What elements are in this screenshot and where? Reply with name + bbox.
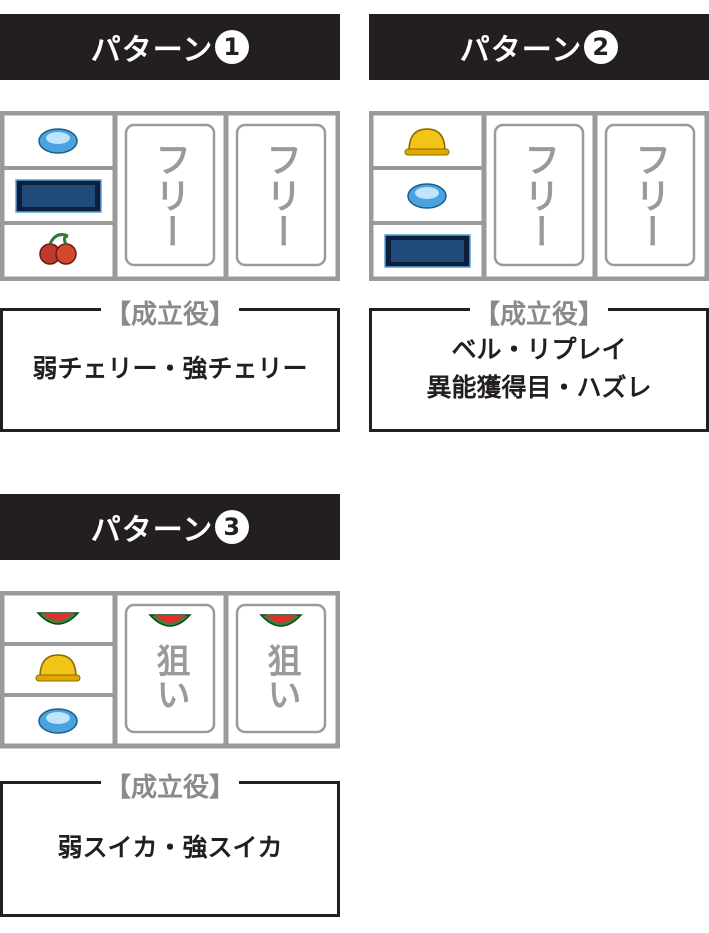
pattern-title: パターン <box>90 33 214 68</box>
pattern-title: パターン <box>90 513 214 548</box>
pattern-title: パターン <box>459 33 583 68</box>
pattern-number: 2 <box>584 30 619 64</box>
watermelon-icon <box>36 612 80 625</box>
watermelon-icon <box>148 614 192 627</box>
reel-right-label: 狙い <box>261 643 301 711</box>
reel-center-label: 狙い <box>150 643 190 711</box>
result-line: ベル・リプレイ <box>451 334 627 364</box>
pattern-2: パターン 2 フリー <box>369 14 709 444</box>
replay-icon <box>407 183 447 209</box>
reel-center-label: フリー <box>518 141 559 249</box>
pattern-1: パターン 1 <box>0 14 340 444</box>
pattern-header: パターン 3 <box>0 494 340 560</box>
result-title: 【成立役】 <box>469 300 608 330</box>
special-panel-icon <box>384 234 471 268</box>
result-line: 異能獲得目・ハズレ <box>426 372 652 402</box>
reel-display: フリー フリー <box>0 111 340 281</box>
replay-icon <box>38 708 78 734</box>
watermelon-icon <box>259 614 303 627</box>
result-line: 弱スイカ・強スイカ <box>57 832 283 862</box>
cherry-icon <box>39 233 77 265</box>
bell-icon <box>35 654 81 682</box>
pattern-number: 1 <box>215 30 250 64</box>
reel-center-label: フリー <box>149 141 190 249</box>
special-panel-icon <box>15 179 102 213</box>
result-panel: 【成立役】 弱スイカ・強スイカ <box>0 767 340 917</box>
result-title: 【成立役】 <box>100 300 239 330</box>
bell-icon <box>404 128 450 156</box>
reel-right-label: フリー <box>629 141 670 249</box>
pattern-3: パターン 3 <box>0 494 340 924</box>
reel-right-label: フリー <box>260 141 301 249</box>
result-panel: 【成立役】 弱チェリー・強チェリー <box>0 294 340 432</box>
replay-icon <box>38 128 78 154</box>
pattern-number: 3 <box>215 510 250 544</box>
result-title: 【成立役】 <box>100 773 239 803</box>
reel-display: フリー フリー <box>369 111 709 281</box>
result-line: 弱チェリー・強チェリー <box>32 353 308 383</box>
pattern-header: パターン 2 <box>369 14 709 80</box>
pattern-header: パターン 1 <box>0 14 340 80</box>
result-panel: 【成立役】 ベル・リプレイ 異能獲得目・ハズレ <box>369 294 709 432</box>
reel-display: 狙い 狙い <box>0 591 340 761</box>
